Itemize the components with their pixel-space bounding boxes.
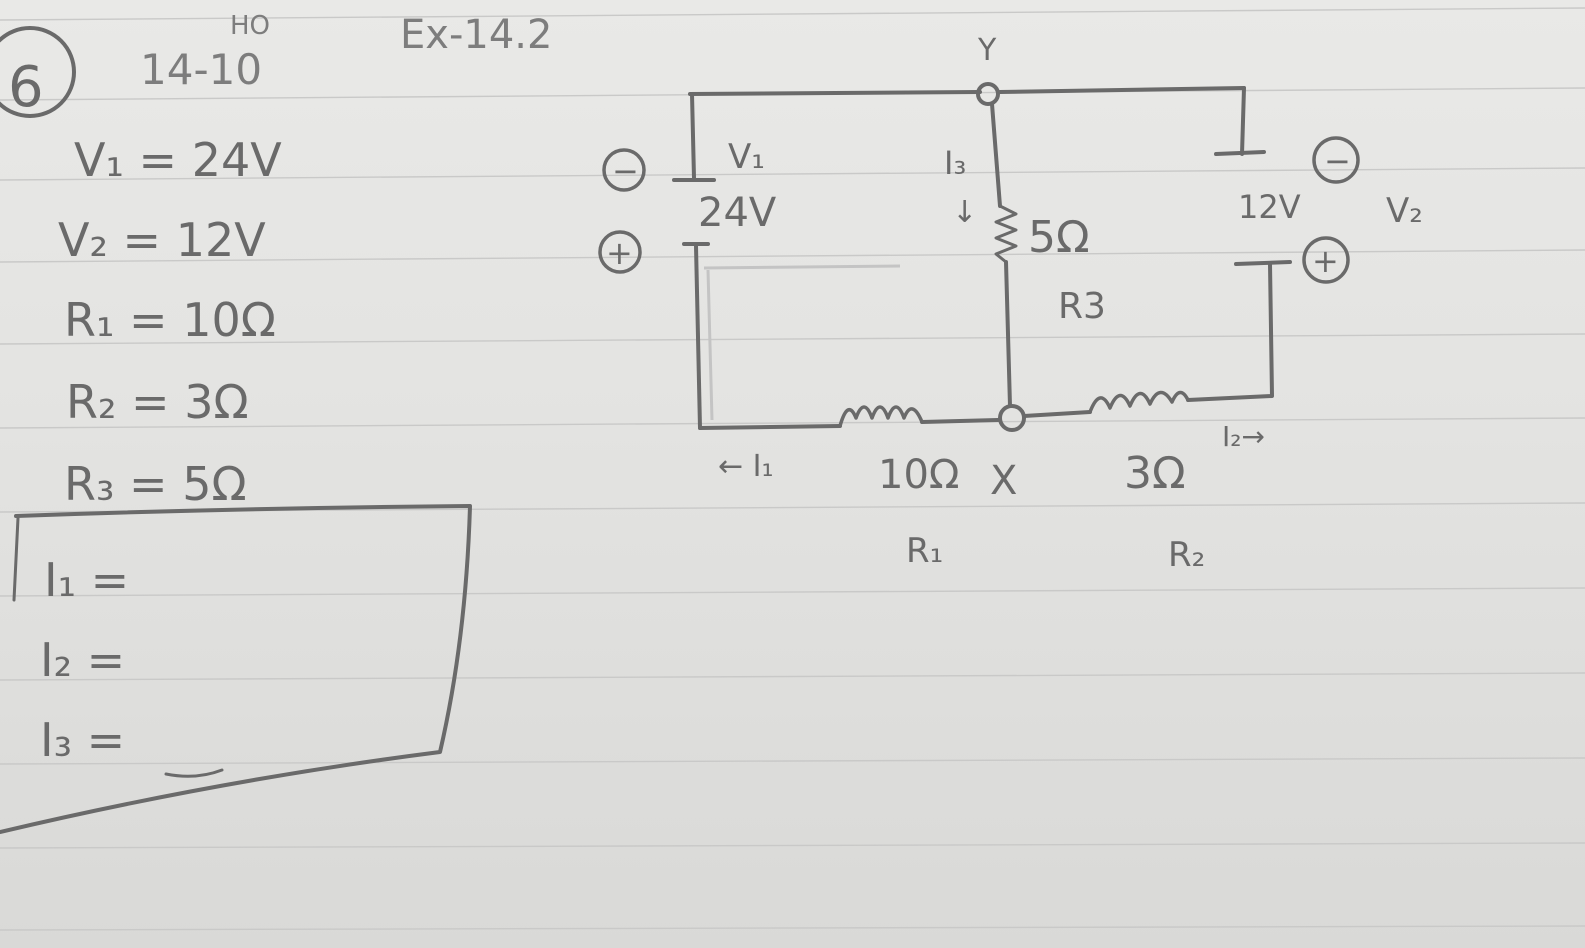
source-right-minus-circle (1312, 136, 1360, 184)
faint-inner-rect (703, 264, 901, 421)
wire-top (688, 86, 1246, 96)
node-x-label: X (990, 458, 1017, 504)
r1-name: R₁ (906, 531, 943, 571)
unknowns-box-left-edge (12, 516, 20, 602)
r1-value: 10Ω (878, 452, 959, 498)
source-left-value: 24V (698, 190, 777, 236)
problem-number: 6 (8, 55, 44, 120)
source-left-minus-circle (602, 148, 646, 192)
given-r1: R₁ = 10Ω (64, 293, 276, 347)
wire-right-top (1240, 86, 1246, 156)
unknowns-box (0, 504, 472, 834)
unknown-i1: I₁ = (44, 553, 129, 607)
source-left-plus: + (606, 234, 633, 272)
given-r3: R₃ = 5Ω (64, 457, 247, 511)
ruled-lines (0, 7, 1585, 931)
node-x-dot (998, 404, 1026, 432)
current-i2-label: I₂→ (1222, 420, 1265, 453)
r2-name: R₂ (1168, 535, 1205, 575)
source-right-minus: − (1324, 142, 1351, 180)
wire-r1-to-x (920, 418, 1000, 424)
current-i1-label: ← I₁ (718, 449, 774, 484)
battery-right-plate-long (1234, 260, 1292, 266)
wire-middle-upper (990, 102, 1002, 208)
source-left-name: V₁ (728, 137, 765, 177)
current-i3-arrow: ↓ (952, 195, 977, 230)
resistor-r2 (1088, 390, 1190, 414)
source-right-name: V₂ (1386, 191, 1423, 231)
source-left-plus-circle (598, 230, 642, 274)
node-y-dot (976, 82, 1000, 106)
example-reference: Ex-14.2 (400, 12, 552, 58)
wire-left-lower (694, 244, 702, 430)
node-y-label: Y (977, 33, 997, 68)
resistor-r3 (994, 204, 1018, 264)
unknown-i2: I₂ = (40, 633, 125, 687)
current-i3-label: I₃ (944, 144, 966, 182)
given-v2: V₂ = 12V (58, 213, 266, 267)
wire-middle-lower (1004, 260, 1012, 408)
problem-number-circle (0, 26, 76, 118)
wire-left-upper (690, 92, 696, 180)
r2-value: 3Ω (1124, 448, 1186, 499)
r3-value: 5Ω (1028, 212, 1090, 263)
circuit-diagram: Y X − + V₁ 24V − + 12V V₂ I₃ ↓ 5Ω R3 ← I… (598, 33, 1423, 575)
wire-bottom-left (698, 424, 842, 430)
unknown-i3: I₃ = (40, 713, 125, 767)
source-right-plus-circle (1302, 236, 1350, 284)
source-left-minus: − (612, 152, 639, 190)
problem-code-superscript: HO (230, 11, 270, 41)
given-r2: R₂ = 3Ω (66, 375, 249, 429)
problem-code: 14-10 (140, 45, 262, 94)
answer-underline (164, 768, 224, 778)
given-v1: V₁ = 24V (74, 133, 282, 187)
source-right-value: 12V (1238, 188, 1301, 226)
r3-name: R3 (1058, 286, 1106, 327)
wire-x-to-r2 (1022, 410, 1092, 418)
battery-right-plate-short (1214, 150, 1266, 156)
wire-r2-right (1186, 262, 1274, 402)
resistor-r1 (838, 405, 924, 428)
source-right-plus: + (1312, 242, 1339, 280)
